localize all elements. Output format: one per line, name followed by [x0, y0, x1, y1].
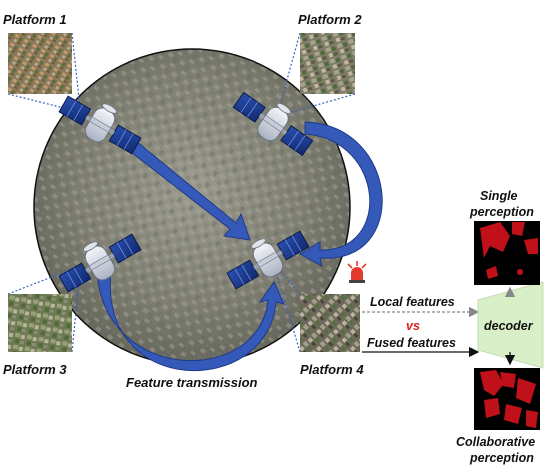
- collaborative-perception-mask: [474, 368, 540, 430]
- platform-3-label: Platform 3: [3, 362, 67, 377]
- local-features-label: Local features: [370, 295, 455, 309]
- single-perception-label-line1: Single: [480, 189, 518, 203]
- single-perception-mask: [474, 221, 540, 285]
- platform-2-label: Platform 2: [298, 12, 362, 27]
- collaborative-perception-label-line1: Collaborative: [456, 435, 535, 449]
- vs-label: vs: [406, 319, 420, 333]
- collaborative-perception-label-line2: perception: [469, 451, 534, 465]
- aerial-thumbnail-platform-2: [300, 33, 355, 94]
- arrow-p2-to-p4: [298, 121, 383, 267]
- fused-features-label: Fused features: [367, 336, 456, 350]
- decoder-label: decoder: [484, 319, 534, 333]
- transmission-arrows: [96, 121, 383, 372]
- platform-4-label: Platform 4: [300, 362, 364, 377]
- decoder-block: decoder: [477, 281, 544, 369]
- aerial-thumbnail-platform-1: [8, 33, 72, 94]
- arrow-p3-to-p4: [96, 271, 285, 372]
- feature-transmission-label: Feature transmission: [126, 375, 258, 390]
- alarm-light-icon: [347, 261, 367, 283]
- arrow-p1-to-p4: [117, 131, 251, 241]
- aerial-thumbnail-platform-4: [300, 294, 360, 352]
- aerial-thumbnail-platform-3: [8, 294, 72, 352]
- platform-1-label: Platform 1: [3, 12, 67, 27]
- single-perception-label-line2: perception: [469, 205, 534, 219]
